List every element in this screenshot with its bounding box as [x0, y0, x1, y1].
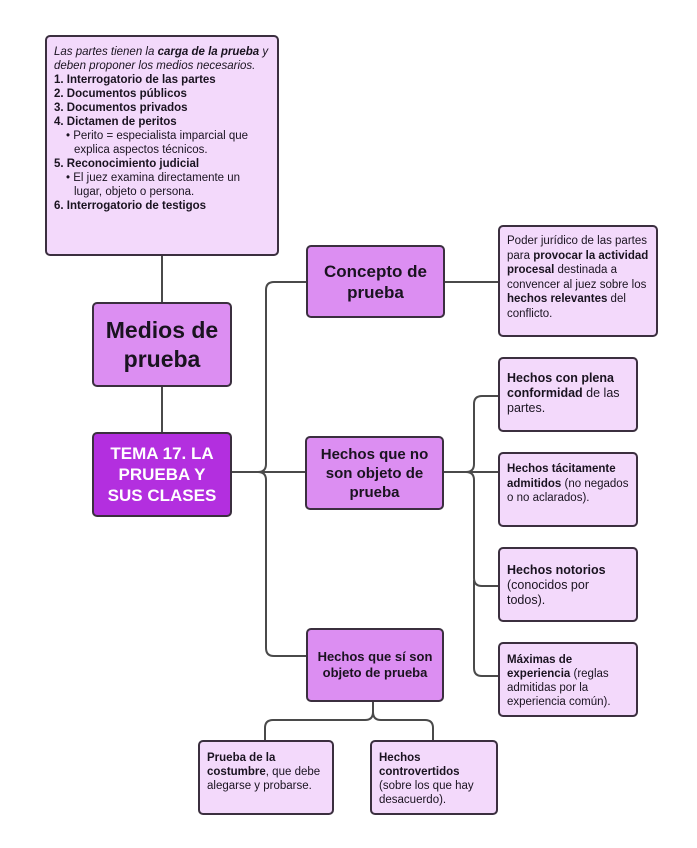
connector-to-controvertidos: [372, 702, 434, 740]
medio-subitem: • El juez examina directamente un lugar,…: [66, 172, 241, 198]
connector-to-maximas: [473, 580, 498, 677]
note-hechos-controvertidos: Hechos controvertidos (sobre los que hay…: [370, 740, 498, 815]
connector-to-concepto: [257, 281, 306, 473]
medio-item: 3. Documentos privados: [54, 102, 188, 114]
node-hechos-no-objeto[interactable]: Hechos que no son objeto de prueba: [305, 436, 444, 510]
connector-to-si-objeto: [257, 471, 306, 657]
node-hechos-si-objeto[interactable]: Hechos que sí son objeto de prueba: [306, 628, 444, 702]
note-maximas-experiencia: Máximas de experiencia (reglas admitidas…: [498, 642, 638, 717]
concepto-note: Poder jurídico de las partes para provoc…: [498, 225, 658, 337]
medio-item: 1. Interrogatorio de las partes: [54, 74, 216, 86]
note-prueba-costumbre: Prueba de la costumbre, que debe alegars…: [198, 740, 334, 815]
connector-to-costumbre: [264, 702, 374, 740]
medio-subitem: • Perito = especialista imparcial que ex…: [66, 130, 249, 156]
node-medios-de-prueba[interactable]: Medios de prueba: [92, 302, 232, 387]
medios-detail-note: Las partes tienen la carga de la prueba …: [45, 35, 279, 256]
note-plena-conformidad: Hechos con plena conformidad de las part…: [498, 357, 638, 432]
medio-item: 4. Dictamen de peritos: [54, 116, 177, 128]
node-root-tema[interactable]: TEMA 17. LA PRUEBA Y SUS CLASES: [92, 432, 232, 517]
medio-item: 5. Reconocimiento judicial: [54, 158, 200, 170]
medios-intro: Las partes tienen la carga de la prueba …: [54, 46, 269, 72]
note-tacitamente-admitidos: Hechos tácitamente admitidos (no negados…: [498, 452, 638, 527]
note-hechos-notorios: Hechos notorios (conocidos por todos).: [498, 547, 638, 622]
connector-to-notorios: [465, 471, 498, 587]
connector-to-plena: [465, 395, 498, 473]
medio-item: 2. Documentos públicos: [54, 88, 187, 100]
medio-item: 6. Interrogatorio de testigos: [54, 200, 207, 212]
node-concepto-de-prueba[interactable]: Concepto de prueba: [306, 245, 445, 318]
